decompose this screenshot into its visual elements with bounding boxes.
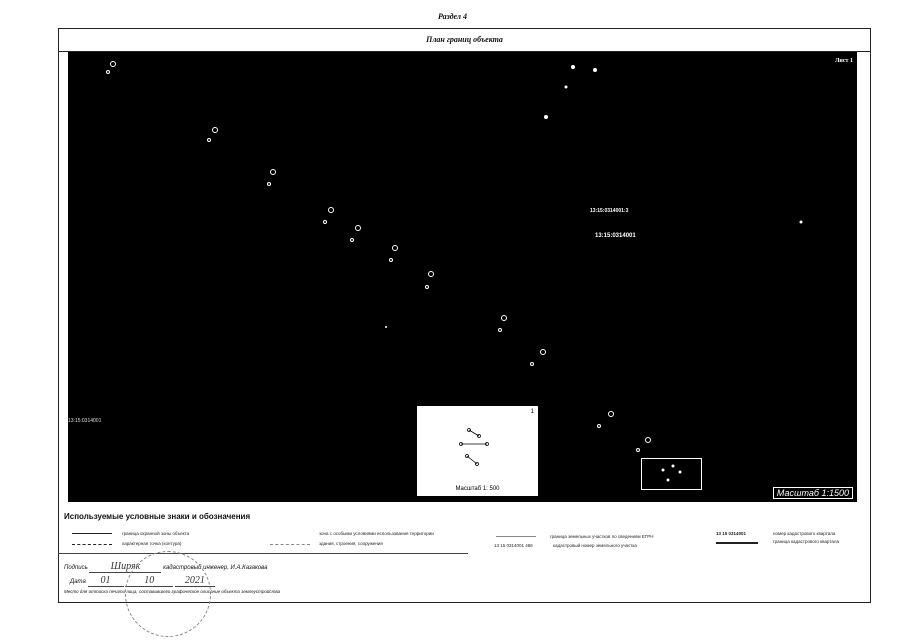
legend-quarter-border: граница кадастрового квартала [773, 539, 839, 544]
parcel-label: 13:15:0314001:3 [590, 208, 629, 214]
legend-line-parcel [496, 536, 536, 537]
signature-label: Подпись [64, 565, 88, 571]
inset-scale: Масштаб 1: 500 [455, 486, 500, 492]
boundary-point-2 [207, 127, 218, 142]
signature-row: Подпись Ширяк кадастровый инженер, И.А.К… [64, 561, 267, 573]
legend-line-contour [72, 544, 112, 545]
plan-title: План границ объекта [59, 29, 870, 52]
map-drawing [106, 61, 803, 482]
map-scale: Масштаб 1:1500 [772, 487, 853, 499]
legend-zone: зона с особыми условиями использования т… [319, 531, 434, 536]
boundary-point-1 [106, 61, 116, 74]
north-marker: 1 [530, 409, 534, 415]
legend-building: здания, строения, сооружения [319, 541, 383, 546]
section-title: Раздел 4 [437, 12, 468, 21]
legend-line-boundary [72, 533, 112, 534]
legend-cad-number: кадастровый номер земельного участка [553, 543, 637, 548]
legend-parcel-border: граница земельных участков по сведениям … [550, 534, 654, 539]
boundary-point-9 [530, 349, 546, 366]
inset-plan: 1 Масштаб 1: 500 [417, 406, 538, 496]
boundary-point-7 [425, 271, 434, 289]
boundary-map: Лист 1 13:15:0314001 13:15:0314001:3 13:… [68, 52, 857, 502]
boundary-point-10 [597, 411, 614, 428]
signature-value: Ширяк [89, 561, 162, 573]
legend-quarter-number: номер кадастрового квартала [773, 531, 836, 536]
legend-line-quarter [716, 542, 758, 544]
quarter-edge-label: 13:15:0314001 [68, 418, 102, 424]
engineer-name: кадастровый инженер, И.А.Казакова [163, 565, 268, 571]
legend-quarter-code: 13 15 0314001 [716, 531, 747, 536]
legend-title: Используемые условные знаки и обозначени… [64, 512, 251, 521]
detail-frame [641, 458, 702, 490]
date-label: Дата [70, 579, 86, 585]
legend-cad-code: 13 15 0314001 486 [494, 543, 533, 548]
plan-frame: План границ объекта [58, 28, 871, 603]
legend-boundary: граница охранной зоны объекта [122, 531, 190, 536]
boundary-point-3 [267, 169, 276, 186]
inset-drawing [459, 428, 489, 466]
boundary-point-6 [389, 245, 398, 262]
boundary-point-4 [323, 207, 334, 224]
stamp-outline [125, 551, 211, 637]
legend-line-building [270, 544, 310, 545]
legend-separator [58, 553, 468, 554]
boundary-point-11 [636, 437, 651, 452]
boundary-point-8 [498, 315, 507, 332]
quarter-label: 13:15:0314001 [595, 233, 636, 239]
boundary-point-5 [350, 225, 361, 242]
legend-contour: характерная точка (контура) [122, 541, 182, 546]
date-day: 01 [87, 575, 124, 587]
sheet-label: Лист 1 [834, 58, 853, 64]
